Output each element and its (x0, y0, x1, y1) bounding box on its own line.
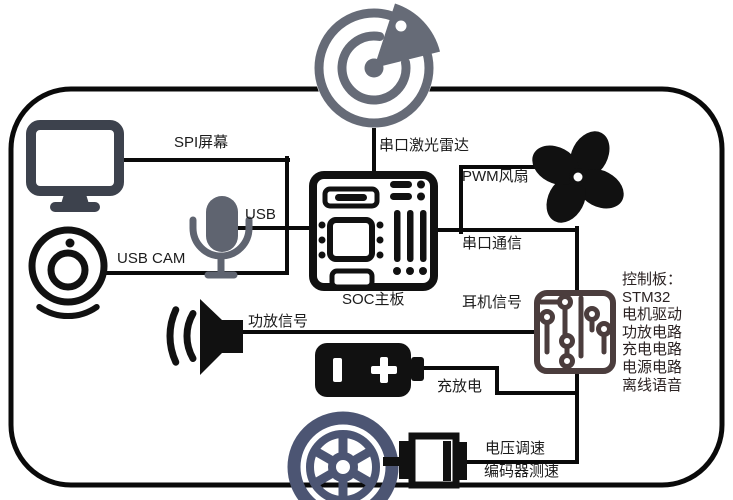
line-charge (421, 366, 577, 395)
label-voltage-speed: 电压调速 (485, 440, 546, 457)
speaker-icon (166, 299, 243, 375)
label-usb: USB (245, 206, 276, 223)
webcam-icon (28, 226, 108, 319)
control-board-note-line: 充电电路 (622, 341, 683, 359)
control-board-note-line: 电机驱动 (622, 306, 683, 324)
connection-lines (104, 126, 579, 464)
microphone-icon (189, 196, 253, 279)
label-amp-signal: 功放信号 (248, 313, 309, 330)
label-spi-screen: SPI屏幕 (174, 134, 229, 151)
control-board-note-line: 电源电路 (622, 358, 683, 376)
control-board-note-line: 功放电路 (622, 323, 683, 341)
control-board-icon (534, 290, 616, 374)
control-board-note-line: 离线语音 (622, 376, 683, 394)
control-board-note-line: STM32 (622, 288, 671, 306)
label-charge-discharge: 充放电 (437, 378, 483, 395)
label-encoder-speed: 编码器测速 (484, 463, 560, 480)
label-soc-board: SOC主板 (342, 291, 405, 308)
wheel-icon (287, 411, 399, 500)
label-serial-lidar: 串口激光雷达 (379, 137, 470, 154)
line-voltage (464, 368, 579, 464)
battery-icon (315, 343, 424, 397)
soc-board-icon (309, 171, 438, 291)
control-board-note-line: 控制板： (622, 271, 683, 288)
motor-icon (383, 432, 467, 489)
line-pwm-fan (459, 165, 539, 234)
fan-icon (532, 131, 624, 223)
label-headphone-signal: 耳机信号 (462, 294, 523, 311)
label-pwm-fan: PWM风扇 (462, 168, 529, 185)
label-serial-comm: 串口通信 (462, 235, 523, 252)
radar-lidar-icon (314, 3, 440, 128)
monitor-icon (26, 120, 124, 212)
label-usb-cam: USB CAM (117, 250, 186, 267)
control-board-notes: 控制板： STM32 电机驱动 功放电路 充电电路 电源电路 离线语音 (622, 271, 682, 394)
